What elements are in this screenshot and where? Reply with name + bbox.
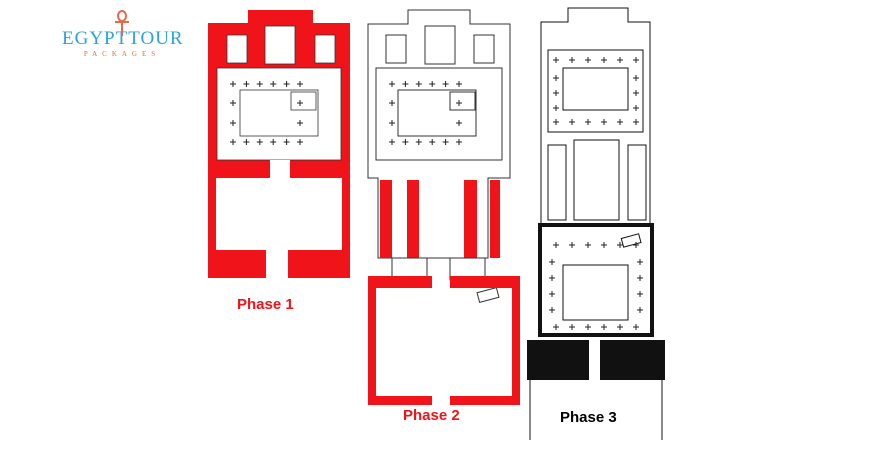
- column-markers: [230, 57, 643, 330]
- column-marker: [633, 105, 639, 111]
- column-marker: [230, 120, 236, 126]
- column-marker: [633, 119, 639, 125]
- phase-3-label: Phase 3: [560, 409, 617, 426]
- column-marker: [429, 139, 436, 145]
- column-marker: [270, 81, 277, 87]
- column-marker: [601, 119, 607, 125]
- column-marker: [633, 75, 639, 81]
- column-marker: [283, 139, 290, 145]
- column-marker: [633, 90, 639, 96]
- column-marker: [569, 57, 575, 63]
- column-marker: [283, 81, 290, 87]
- column-marker: [456, 81, 462, 87]
- column-marker: [553, 105, 559, 111]
- column-marker: [297, 120, 303, 126]
- column-marker: [617, 57, 623, 63]
- logo: EGYPTTOUR PACKAGES: [62, 10, 184, 58]
- column-marker: [230, 81, 236, 87]
- column-marker: [633, 57, 639, 63]
- column-marker: [585, 57, 591, 63]
- column-marker: [389, 100, 395, 106]
- phase-2-label: Phase 2: [403, 407, 460, 424]
- column-marker: [297, 100, 303, 106]
- column-marker: [456, 120, 462, 126]
- column-marker: [456, 139, 462, 145]
- column-marker: [415, 81, 422, 87]
- column-marker: [297, 81, 303, 87]
- column-marker: [637, 291, 643, 297]
- column-marker: [637, 307, 643, 313]
- phase-1-plan: [208, 10, 350, 280]
- column-marker: [553, 90, 559, 96]
- column-marker: [637, 259, 643, 265]
- column-marker: [297, 139, 303, 145]
- phase-2-plan: [367, 9, 520, 405]
- column-marker: [601, 324, 607, 330]
- column-marker: [415, 139, 422, 145]
- column-marker: [637, 275, 643, 281]
- column-marker: [585, 324, 591, 330]
- logo-subtext: PACKAGES: [83, 50, 161, 58]
- column-marker: [553, 119, 559, 125]
- column-marker: [569, 242, 575, 248]
- column-marker: [633, 324, 639, 330]
- column-marker: [569, 119, 575, 125]
- column-marker: [402, 139, 409, 145]
- ankh-icon: [115, 10, 129, 36]
- column-marker: [270, 139, 277, 145]
- column-marker: [601, 242, 607, 248]
- column-marker: [585, 119, 591, 125]
- column-marker: [389, 120, 395, 126]
- column-marker: [617, 119, 623, 125]
- column-marker: [389, 139, 395, 145]
- column-marker: [569, 324, 575, 330]
- column-marker: [549, 259, 555, 265]
- column-marker: [549, 291, 555, 297]
- column-marker: [456, 100, 462, 106]
- column-marker: [442, 81, 449, 87]
- column-marker: [549, 275, 555, 281]
- column-marker: [389, 81, 395, 87]
- column-marker: [230, 139, 236, 145]
- column-marker: [243, 81, 250, 87]
- column-marker: [256, 139, 263, 145]
- column-marker: [585, 242, 591, 248]
- column-marker: [442, 139, 449, 145]
- logo-text: EGYPTTOUR: [62, 28, 184, 49]
- column-marker: [617, 324, 623, 330]
- column-marker: [402, 81, 409, 87]
- column-marker: [553, 324, 559, 330]
- column-marker: [256, 81, 263, 87]
- column-marker: [601, 57, 607, 63]
- column-marker: [549, 307, 555, 313]
- column-marker: [553, 57, 559, 63]
- phase-1-label: Phase 1: [237, 296, 294, 313]
- column-marker: [429, 81, 436, 87]
- column-marker: [230, 100, 236, 106]
- column-marker: [617, 242, 623, 248]
- column-marker: [553, 242, 559, 248]
- column-marker: [633, 242, 639, 248]
- column-marker: [243, 139, 250, 145]
- phase-3-plan: [527, 7, 665, 440]
- column-marker: [553, 75, 559, 81]
